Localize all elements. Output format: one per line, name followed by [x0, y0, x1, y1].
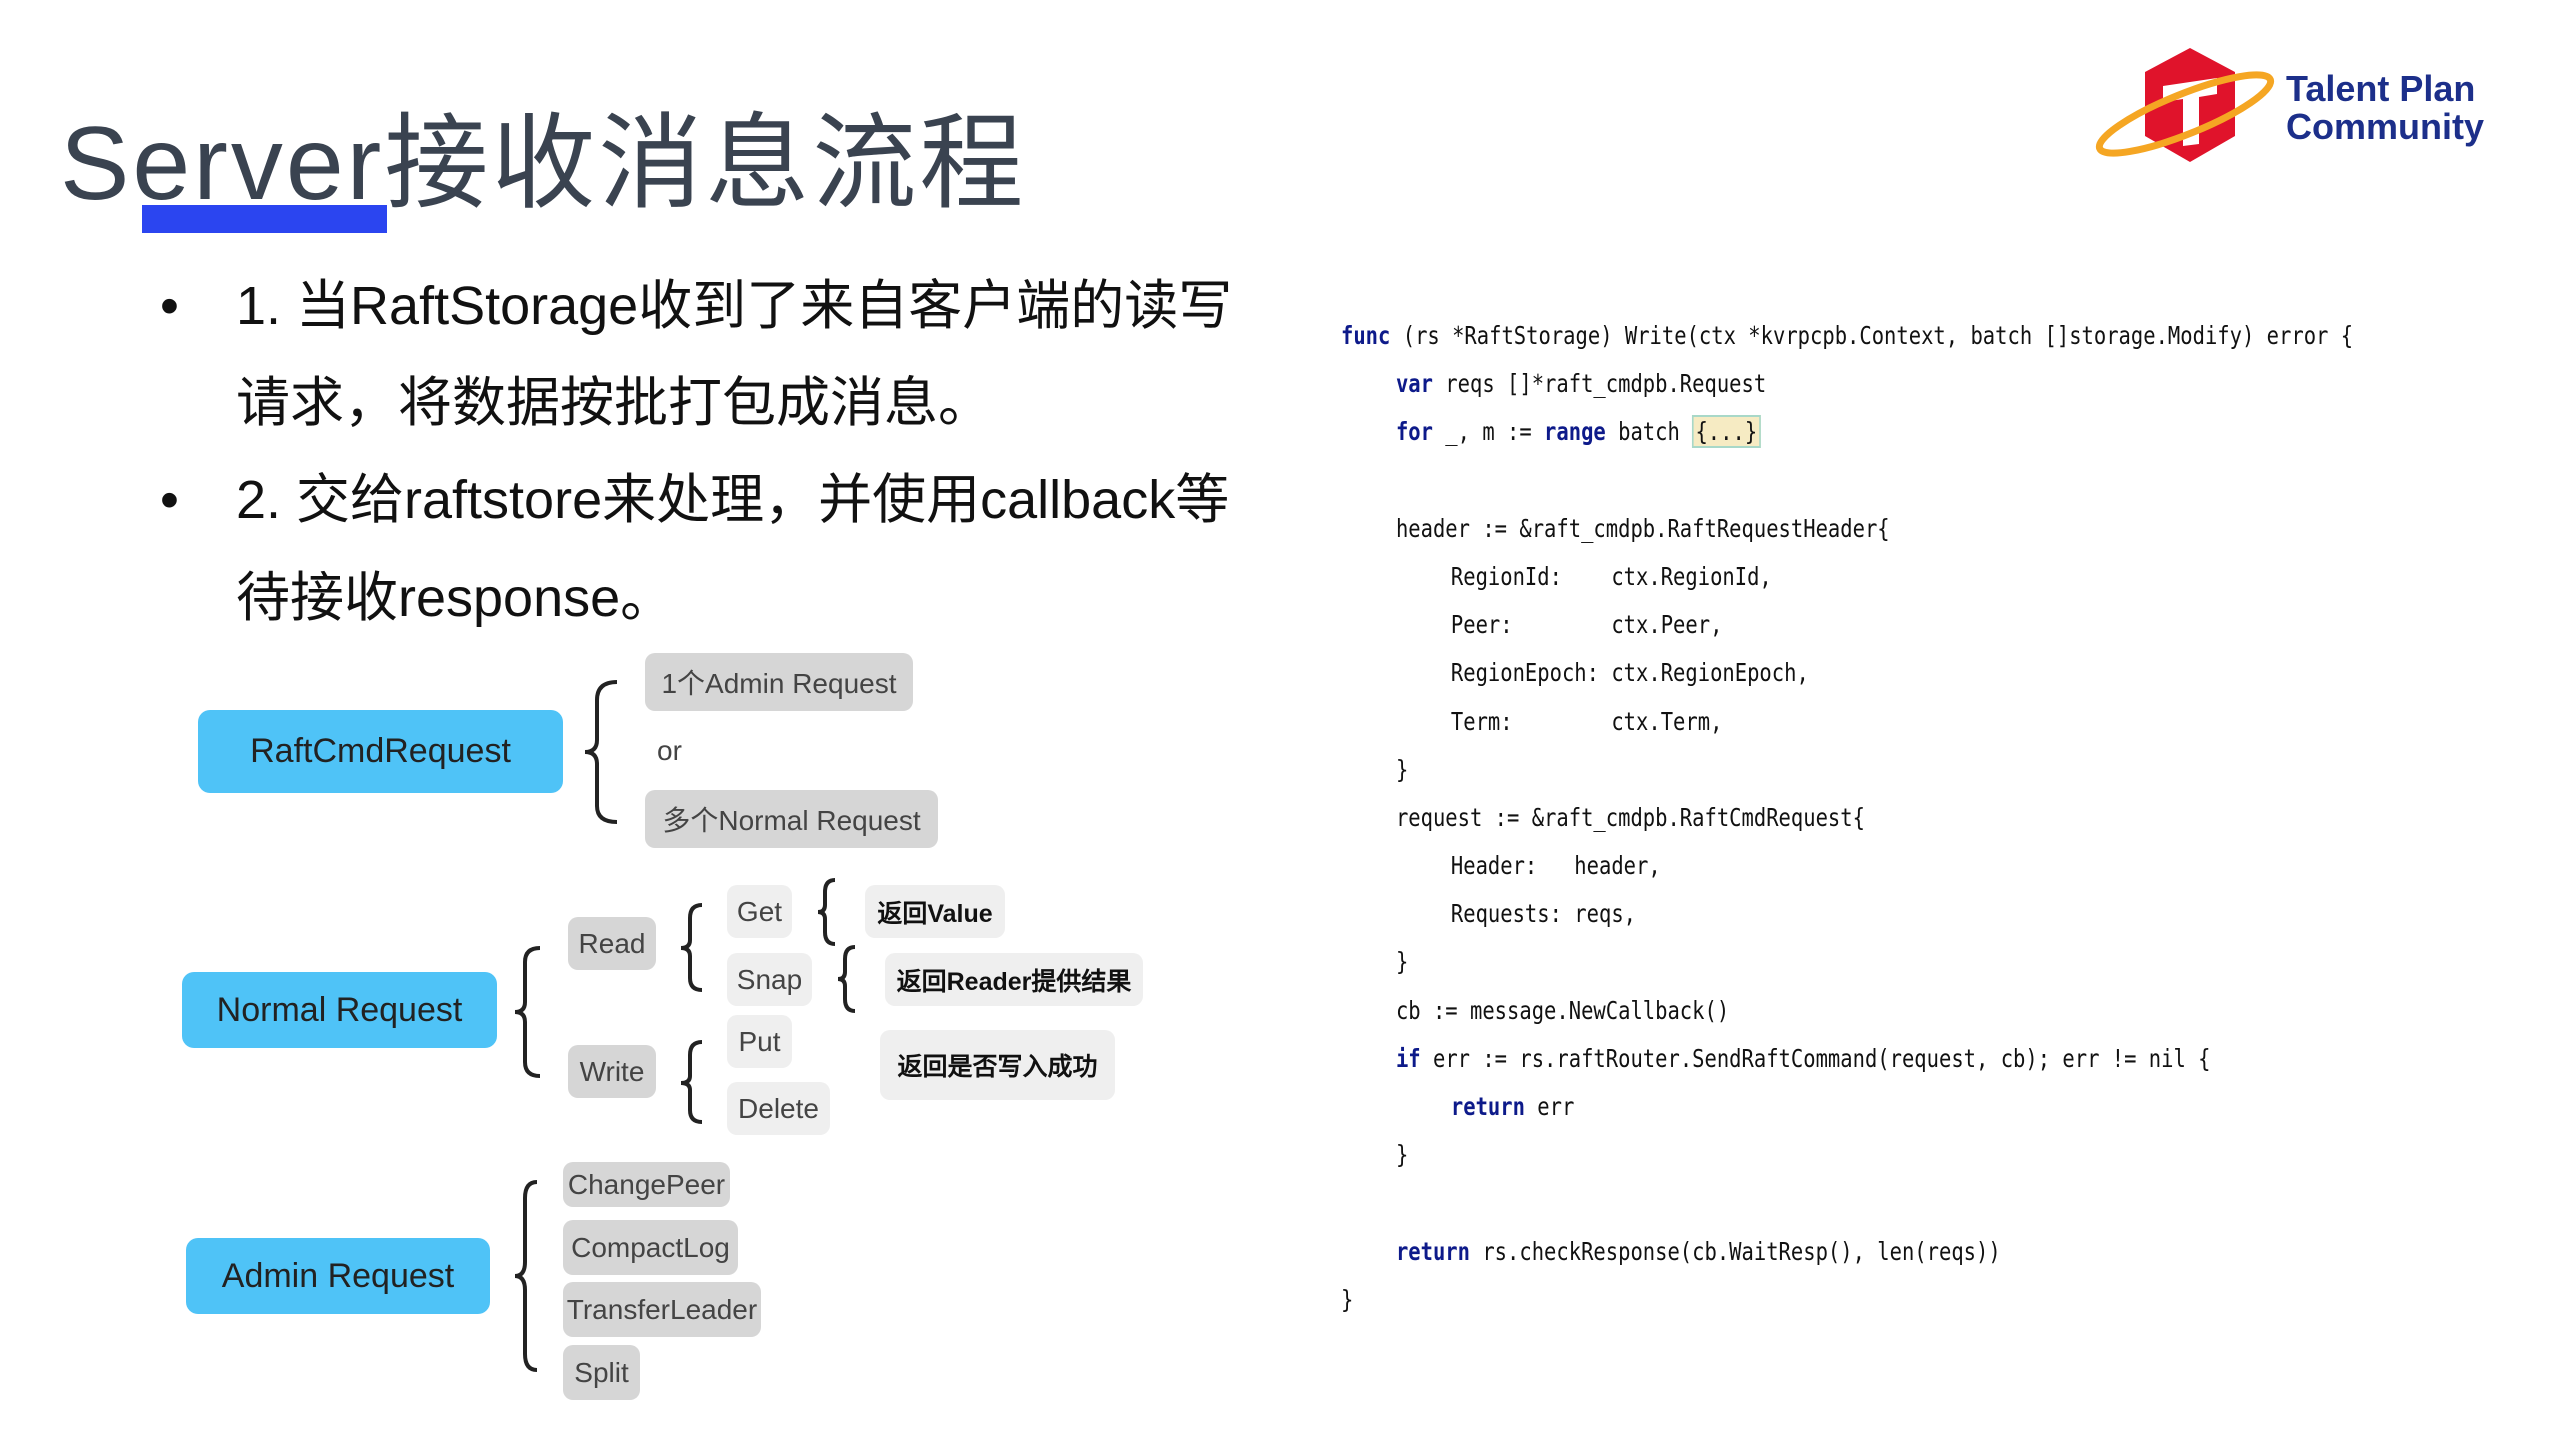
code-line: return err: [1450, 1092, 1575, 1121]
bullet-2-line-2: 待接收response。: [236, 568, 675, 628]
transferleader-node: TransferLeader: [563, 1282, 761, 1337]
bullet-marker: •: [160, 470, 179, 530]
snap-result-node: 返回Reader提供结果: [885, 953, 1143, 1006]
code-line: Header: header,: [1450, 851, 1661, 881]
changepeer-node: ChangePeer: [563, 1162, 730, 1207]
page-title: Server接收消息流程: [60, 106, 1027, 222]
code-line: RegionEpoch: ctx.RegionEpoch,: [1450, 658, 1809, 688]
code-line: return rs.checkResponse(cb.WaitResp(), l…: [1395, 1236, 2001, 1266]
put-node: Put: [727, 1015, 792, 1068]
brace-admin: [514, 1180, 538, 1372]
split-node: Split: [563, 1345, 640, 1400]
write-node: Write: [568, 1045, 656, 1098]
code-line: var reqs []*raft_cmdpb.Request: [1395, 369, 1767, 399]
admin-request-option: 1个Admin Request: [645, 653, 913, 711]
delete-node: Delete: [727, 1082, 830, 1135]
brace-get: [817, 878, 836, 946]
admin-request-node: Admin Request: [186, 1238, 490, 1314]
get-node: Get: [727, 885, 792, 938]
write-result-node: 返回是否写入成功: [880, 1030, 1115, 1100]
brace-read: [680, 903, 703, 992]
code-line: cb := message.NewCallback(): [1395, 995, 1730, 1025]
code-line: if err := rs.raftRouter.SendRaftCommand(…: [1395, 1043, 2211, 1073]
code-line: header := &raft_cmdpb.RaftRequestHeader{: [1395, 513, 1890, 543]
brace-write: [680, 1040, 703, 1124]
title-underline: [142, 205, 387, 233]
code-line: for _, m := range batch {...}: [1341, 408, 2353, 456]
compactlog-node: CompactLog: [563, 1220, 738, 1275]
code-line: }: [1395, 754, 1409, 784]
normal-request-option: 多个Normal Request: [645, 790, 938, 848]
talent-plan-logo-icon: [2095, 48, 2275, 162]
brace-normal: [514, 946, 541, 1078]
logo-text-line2: Community: [2286, 106, 2484, 147]
bullet-1-line-1: 1. 当RaftStorage收到了来自客户端的读写: [236, 276, 1233, 336]
code-line: }: [1341, 1284, 1354, 1314]
brace-snap: [837, 945, 856, 1013]
brace-raftcmd: [584, 680, 618, 824]
code-line: Requests: reqs,: [1450, 899, 1637, 929]
bullet-1-line-2: 请求，将数据按批打包成消息。: [236, 373, 992, 433]
logo-text-line1: Talent Plan: [2286, 68, 2476, 109]
raftcmdrequest-node: RaftCmdRequest: [198, 710, 563, 793]
code-line: Term: ctx.Term,: [1450, 706, 1723, 736]
code-line: request := &raft_cmdpb.RaftCmdRequest{: [1395, 802, 1865, 832]
code-line: }: [1395, 1140, 1409, 1170]
bullet-marker: •: [160, 276, 179, 336]
code-line: Peer: ctx.Peer,: [1450, 610, 1723, 640]
or-label: or: [657, 735, 682, 766]
code-block: func (rs *RaftStorage) Write(ctx *kvrpcp…: [1341, 312, 2353, 1324]
normal-request-node: Normal Request: [182, 972, 497, 1048]
code-line: }: [1395, 947, 1409, 977]
bullet-2-line-1: 2. 交给raftstore来处理，并使用callback等: [236, 470, 1230, 530]
code-line: func (rs *RaftStorage) Write(ctx *kvrpcp…: [1341, 321, 2354, 350]
code-line: RegionId: ctx.RegionId,: [1450, 561, 1772, 591]
folded-code-toggle[interactable]: {...}: [1692, 415, 1761, 449]
read-node: Read: [568, 917, 656, 970]
get-result-node: 返回Value: [865, 885, 1005, 938]
snap-node: Snap: [727, 953, 812, 1006]
